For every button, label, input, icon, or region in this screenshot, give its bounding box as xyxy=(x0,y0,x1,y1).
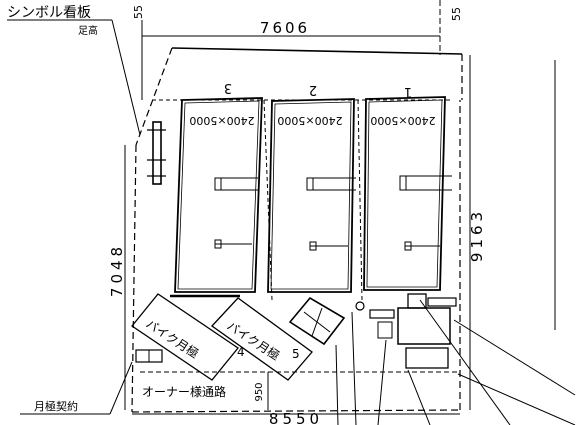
top-width-label: 7606 xyxy=(260,19,310,37)
bike-4-label: バイク月極 xyxy=(143,316,201,361)
owner-path-label: オーナー様通路 xyxy=(142,384,226,399)
space-2-number: 2 xyxy=(309,82,317,97)
owner-path: オーナー様通路 950 xyxy=(142,372,269,410)
space-2-size: 2400×5000 xyxy=(277,114,342,127)
top-dimension: 7606 55 55 xyxy=(132,0,463,100)
bike-5-number: 5 xyxy=(292,347,300,361)
space-3-number: 3 xyxy=(224,80,232,95)
right-height-label: 9163 xyxy=(468,208,486,262)
bike-space-5: バイク月極 5 xyxy=(211,297,313,381)
fixtures xyxy=(135,293,457,369)
monthly-contract-label: 月極契約 xyxy=(34,399,78,413)
space-1-number: 1 xyxy=(404,84,412,99)
signboard-label: シンボル看板 xyxy=(7,5,91,21)
bottom-dimension: 8550 月極契約 xyxy=(20,361,460,425)
top-right-offset-label: 55 xyxy=(450,7,463,21)
parking-space-2: 2 2400×5000 xyxy=(263,82,363,301)
top-left-offset-label: 55 xyxy=(132,5,145,19)
foot-height-label: 足高 xyxy=(78,24,98,37)
side-dimensions: 7048 9163 xyxy=(108,55,556,410)
left-height-label: 7048 xyxy=(108,243,126,297)
bottom-width-label: 8550 xyxy=(269,410,323,425)
space-1-size: 2400×5000 xyxy=(370,114,435,127)
space-3-size: 2400×5000 xyxy=(189,114,254,127)
parking-space-1: 1 2400×5000 xyxy=(363,84,452,291)
path-width-label: 950 xyxy=(254,382,265,401)
bike-4-number: 4 xyxy=(237,345,245,359)
parking-space-3: 3 2400×5000 xyxy=(170,80,263,298)
signboard-area: シンボル看板 足高 xyxy=(7,5,166,185)
leader-lines xyxy=(335,299,576,425)
